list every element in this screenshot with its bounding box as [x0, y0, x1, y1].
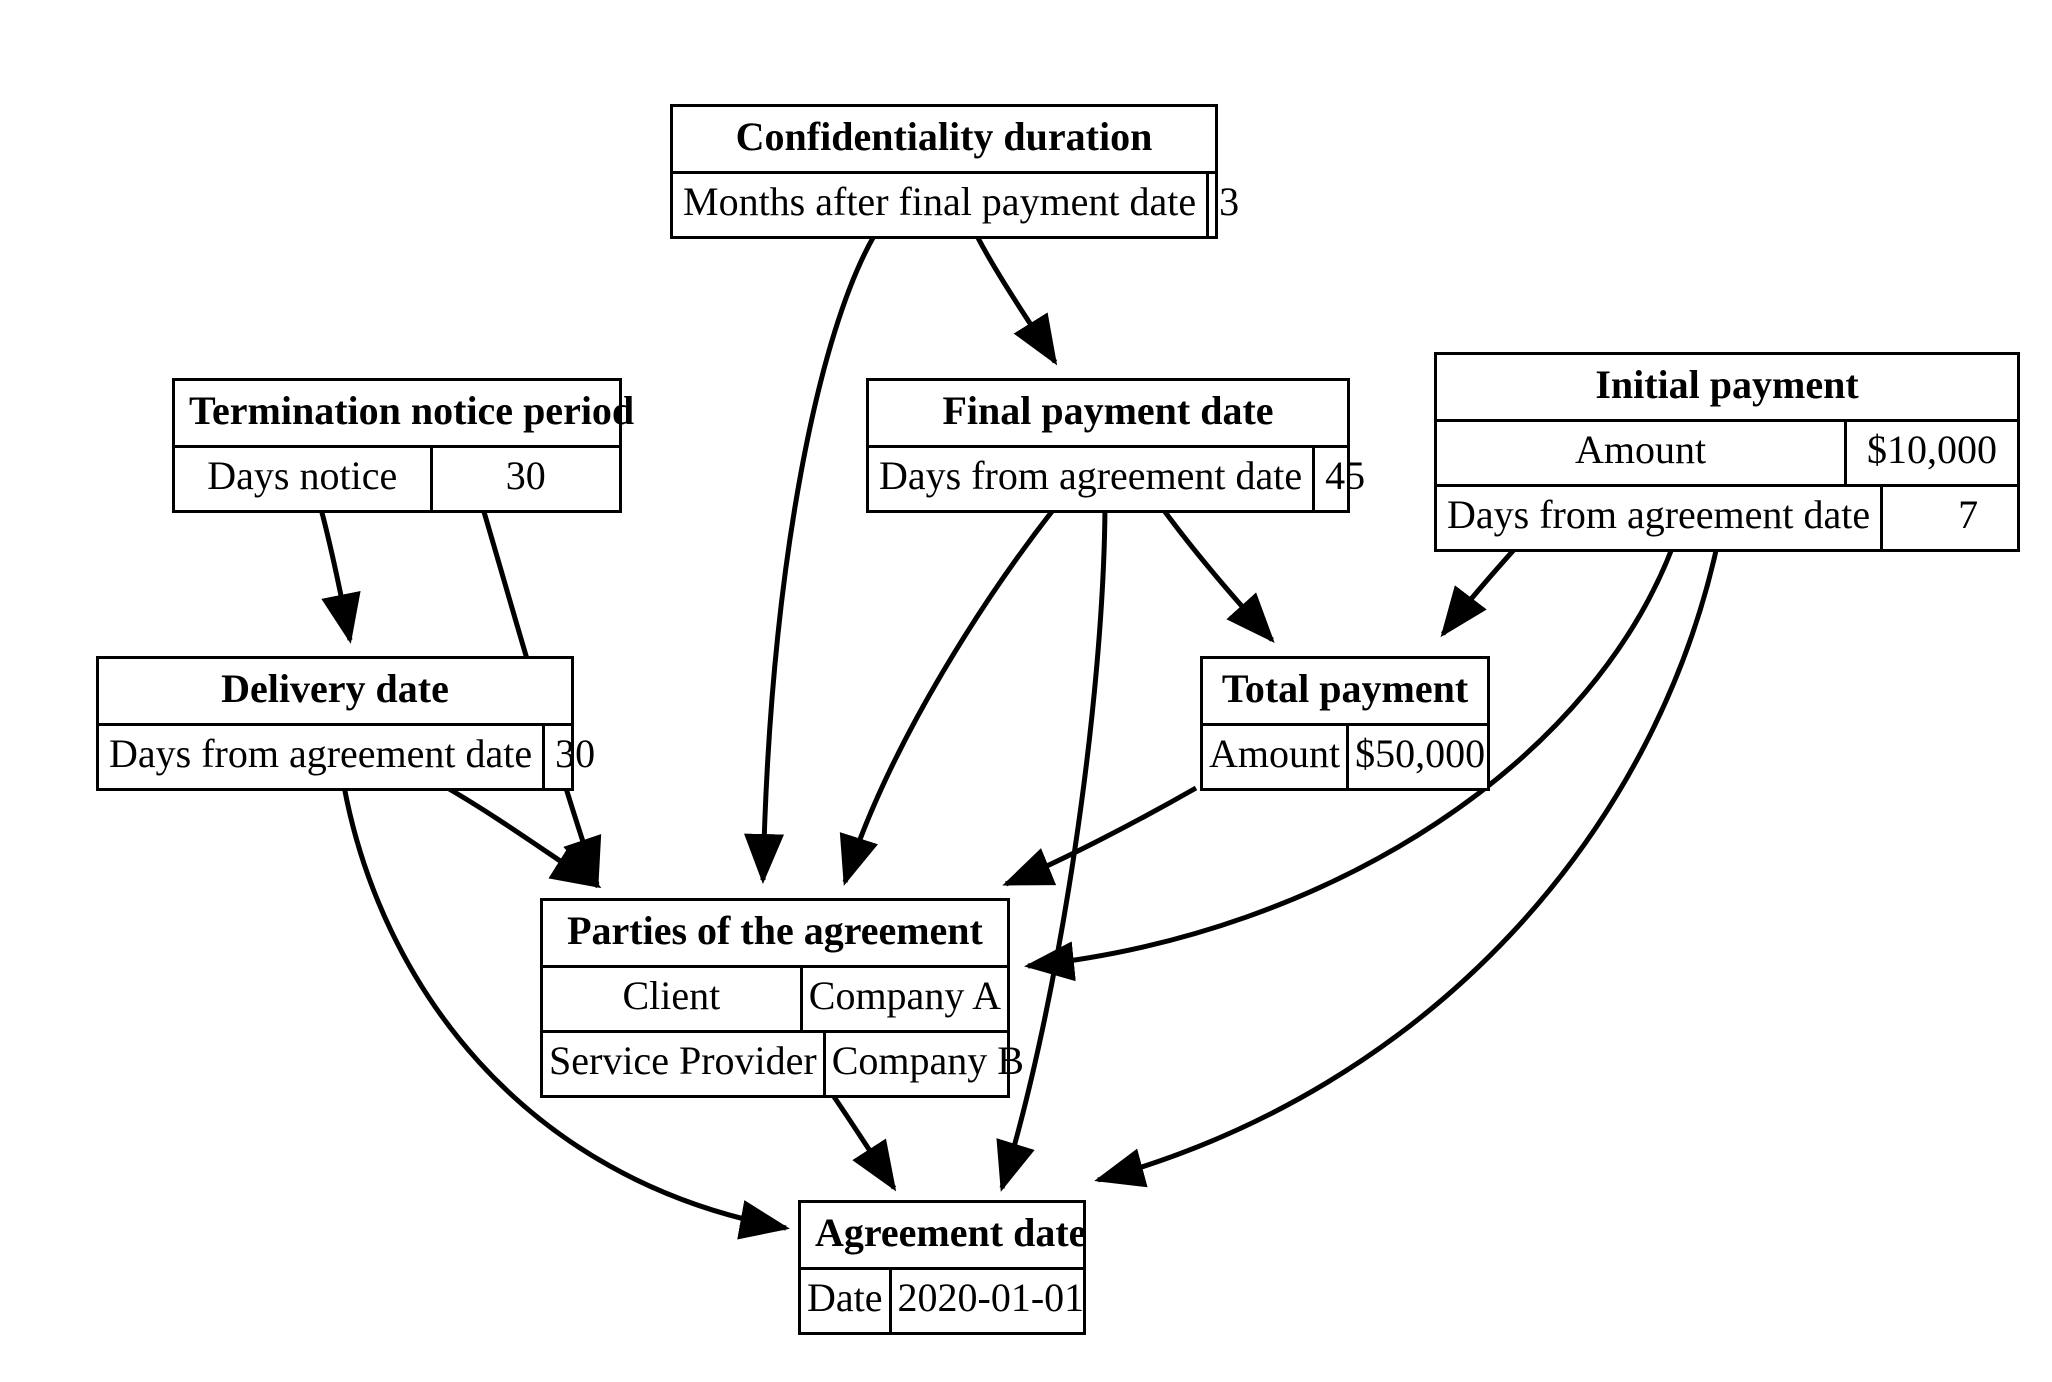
node-initial-payment[interactable]: Initial payment Amount $10,000 Days from…	[1434, 352, 2020, 552]
node-delivery-date[interactable]: Delivery date Days from agreement date 3…	[96, 656, 595, 791]
node-title: Total payment	[1203, 659, 1487, 726]
row-key: Months after final payment date	[673, 174, 1210, 236]
row-value: $50,000	[1355, 731, 1486, 776]
edge-initial-payment-to-agreement	[1094, 531, 1723, 1188]
node-title: Delivery date	[99, 659, 571, 726]
node-title: Confidentiality duration	[673, 107, 1215, 174]
table-row: Client Company A	[543, 968, 1007, 1033]
table-row: Amount $50,000	[1203, 726, 1487, 788]
edge-final-payment-to-total-payment	[1157, 503, 1275, 643]
table-row: Date 2020-01-01	[801, 1270, 1084, 1332]
node-final-payment-date[interactable]: Final payment date Days from agreement d…	[866, 378, 1365, 513]
table-row: Days from agreement date 30	[99, 726, 595, 788]
node-title: Parties of the agreement	[543, 901, 1007, 968]
row-key: Client	[543, 968, 803, 1030]
node-title: Initial payment	[1437, 355, 2017, 422]
edge-parties-to-agreement	[825, 1086, 897, 1192]
table-row: Months after final payment date 3	[673, 174, 1239, 236]
node-parties-of-the-agreement[interactable]: Parties of the agreement Client Company …	[540, 898, 1024, 1098]
row-value: 45	[1325, 453, 1366, 498]
edge-initial-payment-to-parties	[1024, 531, 1681, 982]
edge-termination-to-delivery	[317, 504, 361, 644]
row-key: Days from agreement date	[1437, 487, 1884, 549]
row-key: Amount	[1203, 726, 1350, 788]
row-value: Company A	[808, 973, 1001, 1018]
row-value: Company B	[831, 1038, 1024, 1083]
row-value: 3	[1219, 179, 1240, 224]
row-value: 30	[505, 453, 546, 498]
node-title: Final payment date	[869, 381, 1347, 448]
edge-final-payment-to-parties	[839, 503, 1059, 886]
edge-confidentiality-to-final-payment	[974, 234, 1058, 366]
edge-confidentiality-to-parties	[744, 234, 877, 884]
node-agreement-date[interactable]: Agreement date Date 2020-01-01	[798, 1200, 1086, 1335]
row-key: Days from agreement date	[99, 726, 546, 788]
edge-delivery-to-parties	[442, 783, 602, 889]
table-row: Days from agreement date 45	[869, 448, 1365, 510]
table-row: Amount $10,000	[1437, 422, 2017, 487]
row-value: 7	[1958, 492, 1979, 537]
row-value: $10,000	[1867, 427, 1997, 472]
node-confidentiality-duration[interactable]: Confidentiality duration Months after fi…	[670, 104, 1239, 239]
row-key: Service Provider	[543, 1033, 826, 1095]
node-total-payment[interactable]: Total payment Amount $50,000	[1200, 656, 1490, 791]
row-key: Amount	[1437, 422, 1847, 484]
node-title: Termination notice period	[175, 381, 634, 448]
table-row: Days from agreement date 7	[1437, 487, 2017, 549]
row-key: Days from agreement date	[869, 448, 1316, 510]
row-key: Days notice	[175, 448, 433, 510]
table-row: Service Provider Company B	[543, 1033, 1024, 1095]
edge-final-payment-to-agreement	[996, 504, 1108, 1192]
row-key: Date	[801, 1270, 892, 1332]
row-value: 2020-01-01	[897, 1275, 1085, 1320]
node-termination-notice-period[interactable]: Termination notice period Days notice 30	[172, 378, 634, 513]
edge-total-payment-to-parties	[1002, 785, 1198, 887]
row-value: 30	[555, 731, 596, 776]
table-row: Days notice 30	[175, 448, 619, 510]
node-title: Agreement date	[801, 1203, 1086, 1270]
edge-delivery-to-agreement	[341, 785, 790, 1240]
